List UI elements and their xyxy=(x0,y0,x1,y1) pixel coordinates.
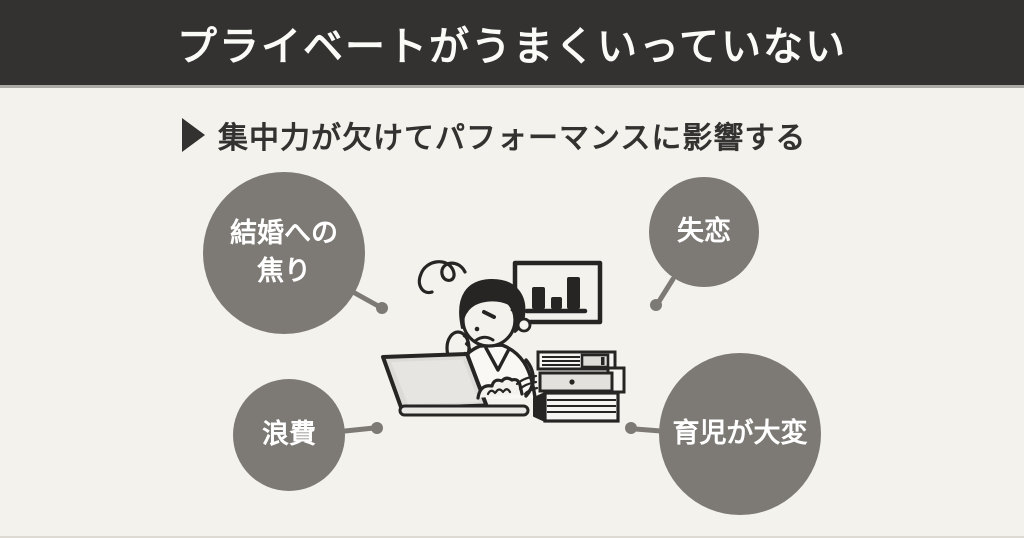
stress-squiggle-icon xyxy=(417,260,467,295)
books-stack-icon xyxy=(515,350,626,423)
hand-on-keyboard-icon xyxy=(476,358,535,400)
bottom-border xyxy=(0,536,1024,538)
connector-dot-heartbreak xyxy=(650,299,662,311)
right-triangle-icon xyxy=(182,118,205,152)
bubble-heartbreak-label: 失恋 xyxy=(677,216,731,247)
laptop-icon xyxy=(381,352,530,417)
connector-heartbreak xyxy=(655,276,676,306)
bubble-waste: 浪費 xyxy=(233,379,345,491)
bar-chart-board-icon xyxy=(512,260,603,325)
header-band: プライベートがうまくいっていない xyxy=(0,0,1024,88)
bubble-childcare-label: 育児が大変 xyxy=(672,418,808,449)
bubble-marriage-line1: 結婚への xyxy=(230,218,338,249)
stressed-person-illustration xyxy=(381,260,626,423)
subtitle-row: 集中力が欠けてパフォーマンスに影響する xyxy=(182,113,806,157)
bubble-childcare: 育児が大変 xyxy=(659,353,821,515)
bubble-waste-label: 浪費 xyxy=(262,419,316,450)
bubble-marriage: 結婚への 焦り xyxy=(203,172,365,334)
bubble-heartbreak: 失恋 xyxy=(649,177,759,287)
bubble-marriage-line2: 焦り xyxy=(257,256,311,286)
page-title: プライベートがうまくいっていない xyxy=(177,24,847,69)
subtitle-text: 集中力が欠けてパフォーマンスに影響する xyxy=(218,122,807,155)
